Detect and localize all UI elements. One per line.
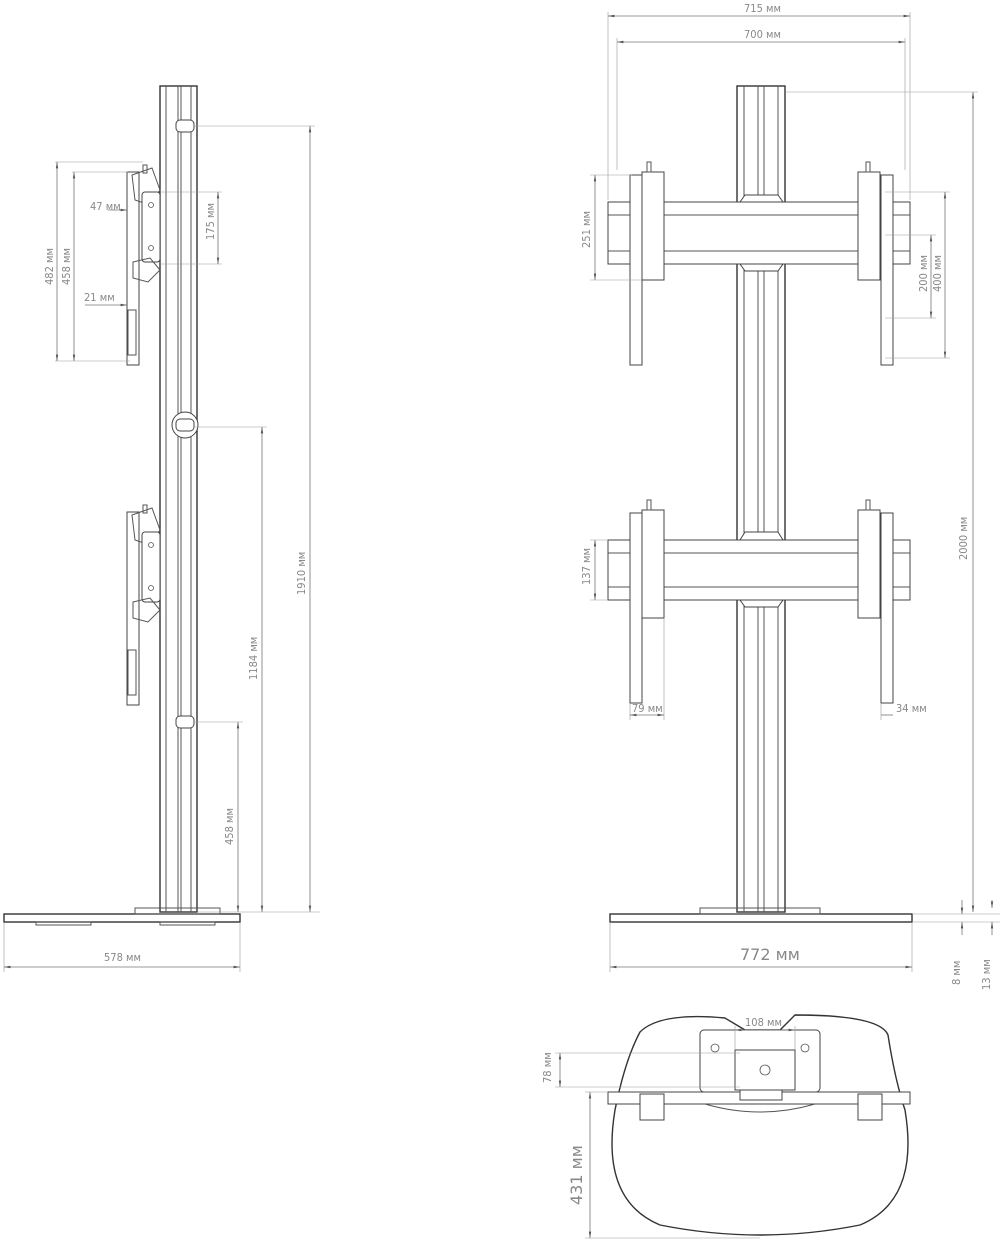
dim-bracket-depth: 21 мм [84,291,115,304]
dim-vesa-small: 200 мм [917,255,930,292]
dim-mount-outer: 482 мм [43,248,56,285]
dim-upper-mount: 251 мм [580,211,593,248]
dim-inner-width: 700 мм [744,28,781,41]
dim-top-clamp: 1910 мм [295,552,308,595]
dim-plate-width: 108 мм [745,1016,782,1029]
side-base [3,907,241,926]
bracket-upper-right [857,161,894,366]
side-view: 47 мм 175 мм 482 мм 458 мм 21 мм 1910 мм… [3,85,320,972]
dim-bracket-offset: 34 мм [896,702,927,715]
dim-overall-width: 715 мм [744,2,781,15]
dim-side-base: 578 мм [104,951,141,964]
clamp-top [175,119,195,133]
dim-plate-offset: 78 мм [541,1052,554,1083]
dim-top-base-depth: 431 мм [567,1145,586,1205]
top-view: 108 мм 78 мм 431 мм [541,1014,911,1239]
front-base [609,907,913,923]
clamp-mid [171,411,199,439]
clamp-low [175,715,195,729]
dim-hinge-offset: 47 мм [90,200,121,213]
dim-base-thickness: 13 мм [980,959,993,990]
dim-hinge-height: 175 мм [204,203,217,240]
dim-mid-clamp: 1184 мм [247,637,260,680]
bracket-upper-left [629,161,665,366]
dim-bracket-width: 79 мм [632,702,663,715]
front-column [736,85,786,913]
bracket-lower-left [629,499,665,704]
dim-mount-inner: 458 мм [60,248,73,285]
top-base-plate [611,1014,909,1236]
side-mount-upper [126,164,161,366]
dim-vesa-large: 400 мм [931,255,944,292]
side-mount-lower [126,504,161,706]
bracket-lower-right [857,499,894,704]
dim-total-height: 2000 мм [957,517,970,560]
front-view: 715 мм 700 мм 251 мм 200 мм 400 мм 2000 … [580,2,1000,990]
dim-base-width: 772 мм [740,945,800,964]
dim-plate-thickness: 8 мм [950,961,963,985]
dim-lower-bar: 137 мм [580,548,593,585]
dim-low-clamp: 458 мм [223,808,236,845]
